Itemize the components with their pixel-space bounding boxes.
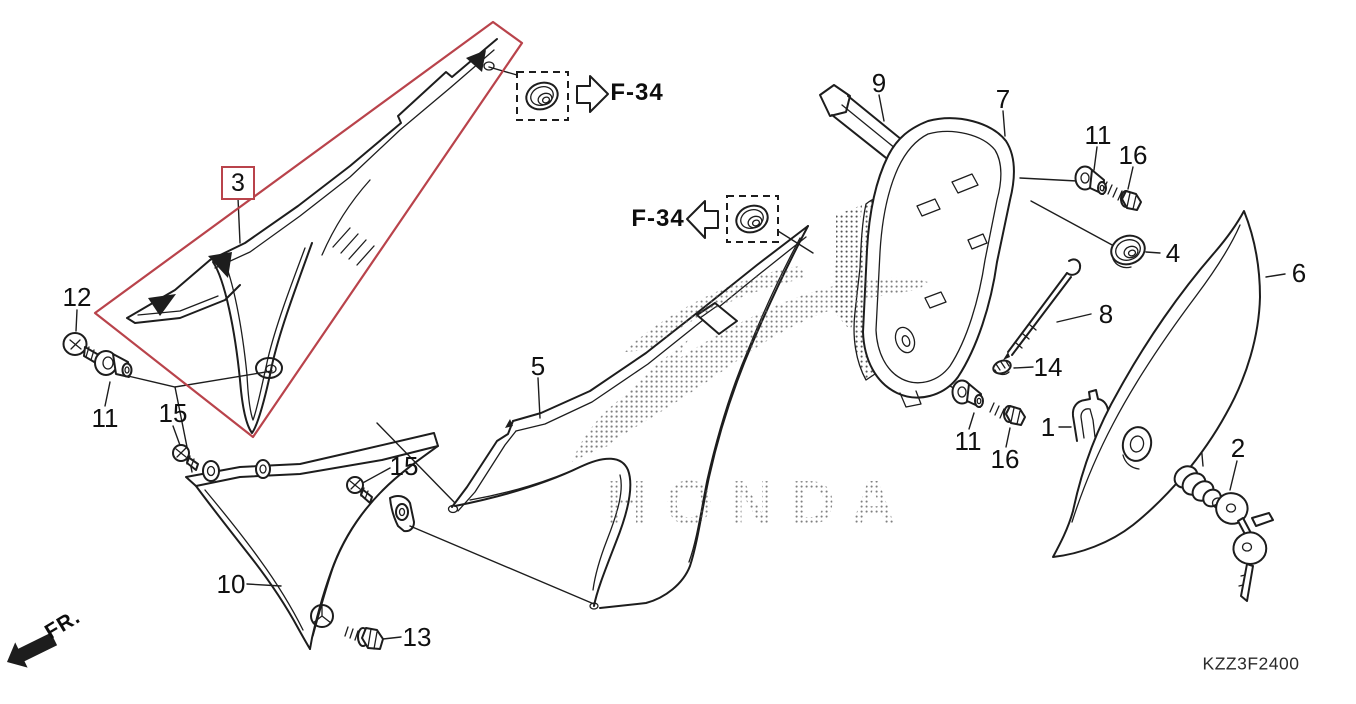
callout-6[interactable]: 6 [1291,258,1307,288]
part-11-collar-bottom[interactable] [951,379,984,408]
callout-5[interactable]: 5 [530,351,546,381]
part-1-clip[interactable] [1071,389,1110,442]
f34-reference-top [516,71,609,121]
watermark-text: HONDA [604,469,911,538]
callout-7[interactable]: 7 [995,84,1011,114]
callout-8[interactable]: 8 [1098,299,1114,329]
part-8-rod[interactable] [1003,258,1082,360]
callout-10[interactable]: 10 [216,569,246,599]
f34-reference-bottom [686,195,779,243]
part-15-screw-right[interactable] [346,476,373,504]
callout-16[interactable]: 16 [990,444,1020,474]
callout-9[interactable]: 9 [871,68,887,98]
part-3-side-cover-highlighted[interactable] [126,38,498,434]
part-7-inner-cover[interactable] [862,117,1015,408]
callout-11[interactable]: 11 [91,403,119,433]
callout-13[interactable]: 13 [402,622,432,652]
arrow-right-icon [576,75,609,113]
callout-4[interactable]: 4 [1165,238,1181,268]
part-15-screw-left[interactable] [172,444,199,471]
part-12-screw[interactable] [62,332,107,367]
callout-16[interactable]: 16 [1118,140,1148,170]
callout-15[interactable]: 15 [158,398,188,428]
callout-11[interactable]: 11 [954,426,982,456]
part-11-collar-left[interactable] [94,350,133,378]
fr-direction-arrow-icon [7,632,58,668]
part-14-nut[interactable] [991,358,1012,376]
part-6-side-cover-right[interactable] [1052,210,1261,558]
part-16-bolt-bottom[interactable] [989,402,1026,426]
callout-12[interactable]: 12 [62,282,92,312]
part-4-grommet[interactable] [1108,231,1149,269]
part-13-bolt[interactable] [344,626,384,650]
fr-direction-label: FR. [41,605,85,644]
highlight-outline-part-3 [93,20,524,439]
reference-label-right[interactable]: F-34 [610,79,664,106]
arrow-left-icon [686,200,719,239]
part-10-side-cover-bracket[interactable] [185,432,439,650]
honda-watermark: HONDA [572,266,928,538]
callout-2[interactable]: 2 [1230,433,1246,463]
callout-3[interactable]: 3 [221,166,255,200]
diagram-code: KZZ3F2400 [1202,653,1300,674]
callout-1[interactable]: 1 [1040,412,1056,442]
part-16-bolt-top[interactable] [1102,181,1142,211]
part-2-lock-set[interactable] [1170,462,1274,602]
callout-14[interactable]: 14 [1033,352,1063,382]
reference-label-left[interactable]: F-34 [631,205,685,232]
part-11-collar-top[interactable] [1074,165,1107,195]
callout-11[interactable]: 11 [1084,120,1112,150]
callout-15[interactable]: 15 [389,451,419,481]
